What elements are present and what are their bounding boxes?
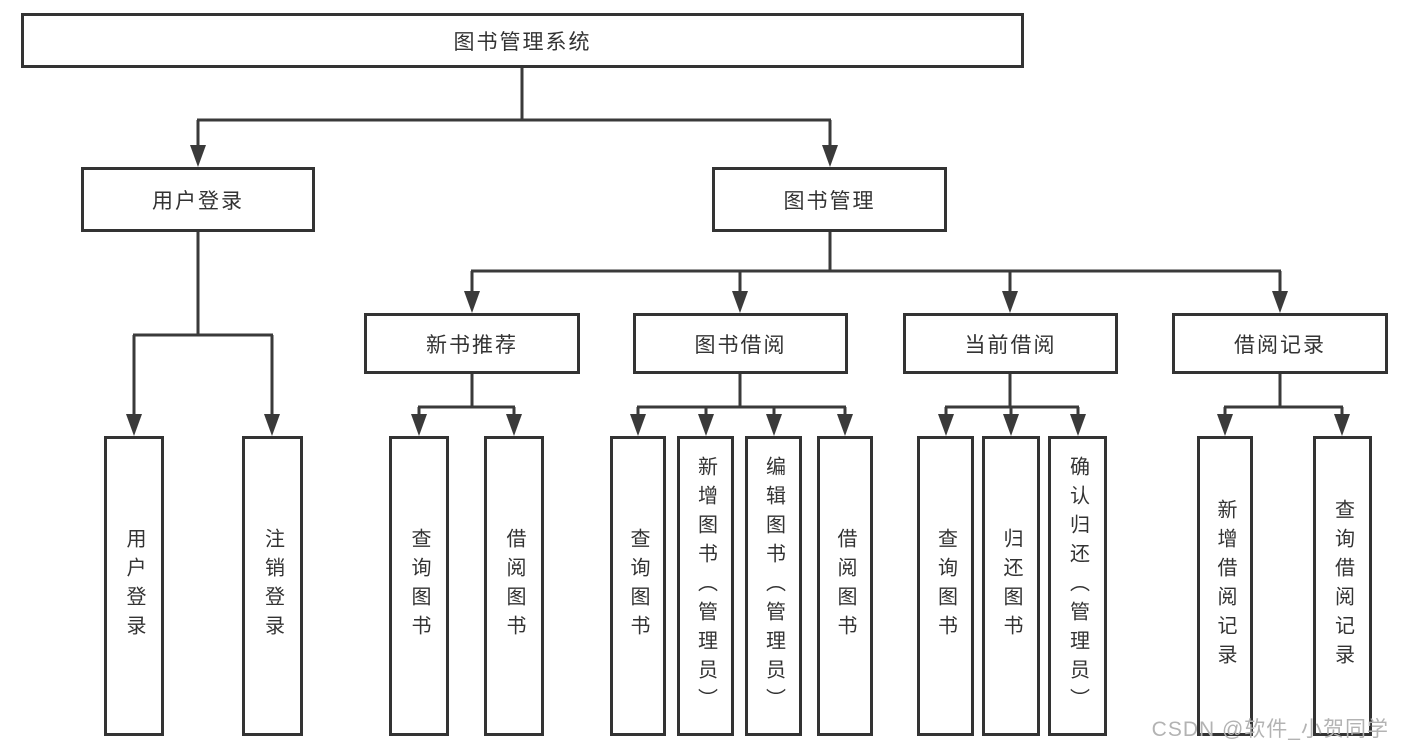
leaf-borrow-books: 借阅图书: [817, 436, 873, 736]
node-borrow-records: 借阅记录: [1172, 313, 1388, 374]
leaf-add-borrow-record: 新增借阅记录: [1197, 436, 1253, 736]
csdn-watermark: CSDN @软件_小贺同学: [1151, 718, 1389, 741]
leaf-borrow-books-recommend: 借阅图书: [484, 436, 544, 736]
leaf-user-login: 用户登录: [104, 436, 164, 736]
leaf-edit-books-admin: 编辑图书（管理员）: [745, 436, 802, 736]
leaf-query-borrow-record: 查询借阅记录: [1313, 436, 1372, 736]
node-current-borrow: 当前借阅: [903, 313, 1118, 374]
node-user-login: 用户登录: [81, 167, 315, 232]
leaf-logout: 注销登录: [242, 436, 303, 736]
leaf-return-books: 归还图书: [982, 436, 1040, 736]
leaf-confirm-return-admin: 确认归还（管理员）: [1048, 436, 1107, 736]
leaf-add-books-admin: 新增图书（管理员）: [677, 436, 734, 736]
leaf-query-books-recommend: 查询图书: [389, 436, 449, 736]
node-root-library-system: 图书管理系统: [21, 13, 1024, 68]
leaf-query-books-borrow: 查询图书: [610, 436, 666, 736]
node-book-borrow: 图书借阅: [633, 313, 848, 374]
node-book-management: 图书管理: [712, 167, 947, 232]
node-new-book-recommend: 新书推荐: [364, 313, 580, 374]
leaf-query-books-current: 查询图书: [917, 436, 974, 736]
